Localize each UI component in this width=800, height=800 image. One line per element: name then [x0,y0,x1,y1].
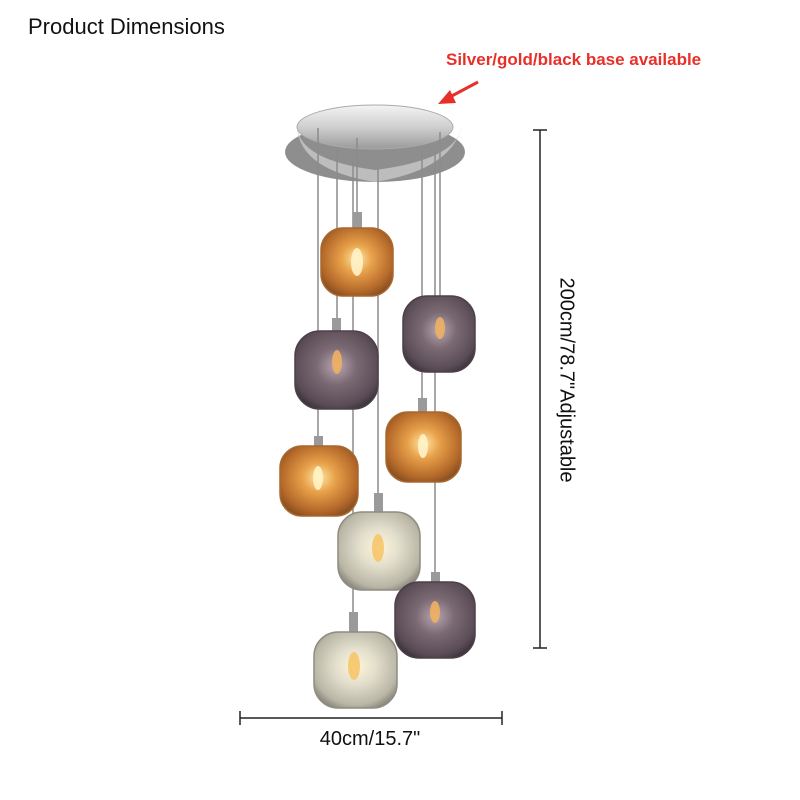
pendant-clear-bottom [313,612,398,709]
width-dimension-line [239,711,503,725]
pendant-smoke-right-top [402,295,476,373]
pendant-clear-middle [337,493,421,591]
width-label: 40cm/15.7" [319,728,421,750]
pendant-amber-top [320,212,394,297]
page-title: Product Dimensions [28,14,225,39]
pendant-smoke-left [294,318,379,410]
height-dimension-line [533,129,547,649]
note-arrow [438,80,479,104]
pendant-amber-right [385,398,462,483]
pendant-amber-left [279,436,359,517]
base-note: Silver/gold/black base available [446,50,702,69]
ceiling-canopy [285,104,465,182]
pendant-smoke-right-bottom [394,572,476,659]
